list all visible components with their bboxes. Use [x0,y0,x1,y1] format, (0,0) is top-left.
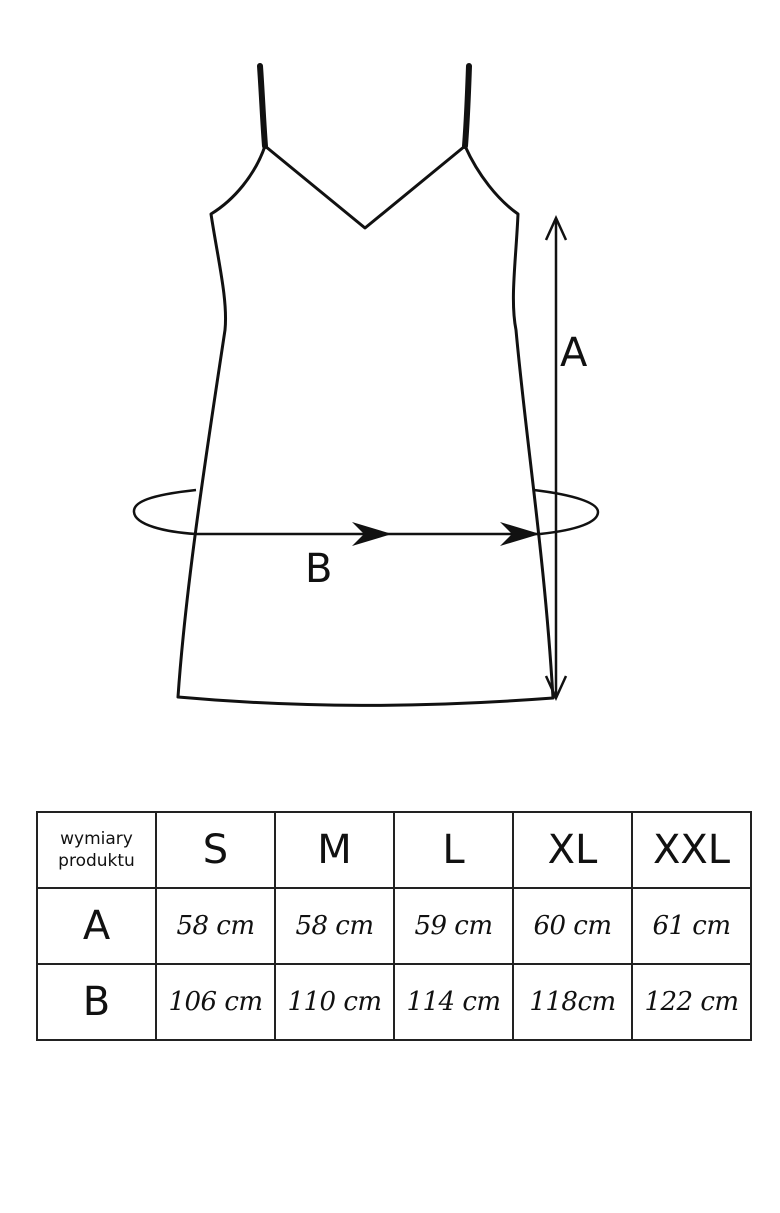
measurement-a-arrow [544,214,568,702]
size-header-xxl: XXL [631,811,752,889]
table-row-b: B 106 cm 110 cm 114 cm 118cm 122 cm [36,963,752,1041]
measurement-b-label: B [305,546,332,592]
table-cell: 118cm [512,963,633,1041]
measurement-b-back-right [533,488,600,536]
table-cell: 114 cm [393,963,514,1041]
size-header-l: L [393,811,514,889]
garment-outline [176,144,555,707]
table-cell: 58 cm [155,887,276,965]
table-row-a: A 58 cm 58 cm 59 cm 60 cm 61 cm [36,887,752,965]
table-cell: 110 cm [274,963,395,1041]
measurement-b-arrowhead-1 [352,522,392,546]
corner-label-line1: wymiary [60,829,133,849]
size-header-s: S [155,811,276,889]
right-strap [462,63,472,149]
size-header-m: M [274,811,395,889]
measurement-b-back-left [132,488,197,536]
size-table: wymiary produktu S M L XL XXL A 58 cm 58… [36,811,752,1041]
measurement-a-label: A [560,330,588,376]
table-cell: 60 cm [512,887,633,965]
table-cell: 106 cm [155,963,276,1041]
row-label-b: B [36,963,157,1041]
measurement-b-arrowhead-2 [500,522,540,546]
garment-diagram: A B [132,63,600,707]
row-label-a: A [36,887,157,965]
size-header-row: wymiary produktu S M L XL XXL [36,811,752,889]
table-cell: 59 cm [393,887,514,965]
table-cell: 61 cm [631,887,752,965]
corner-label-line2: produktu [58,851,135,871]
corner-cell: wymiary produktu [36,811,157,889]
left-strap [257,63,268,149]
table-cell: 58 cm [274,887,395,965]
size-header-xl: XL [512,811,633,889]
table-cell: 122 cm [631,963,752,1041]
